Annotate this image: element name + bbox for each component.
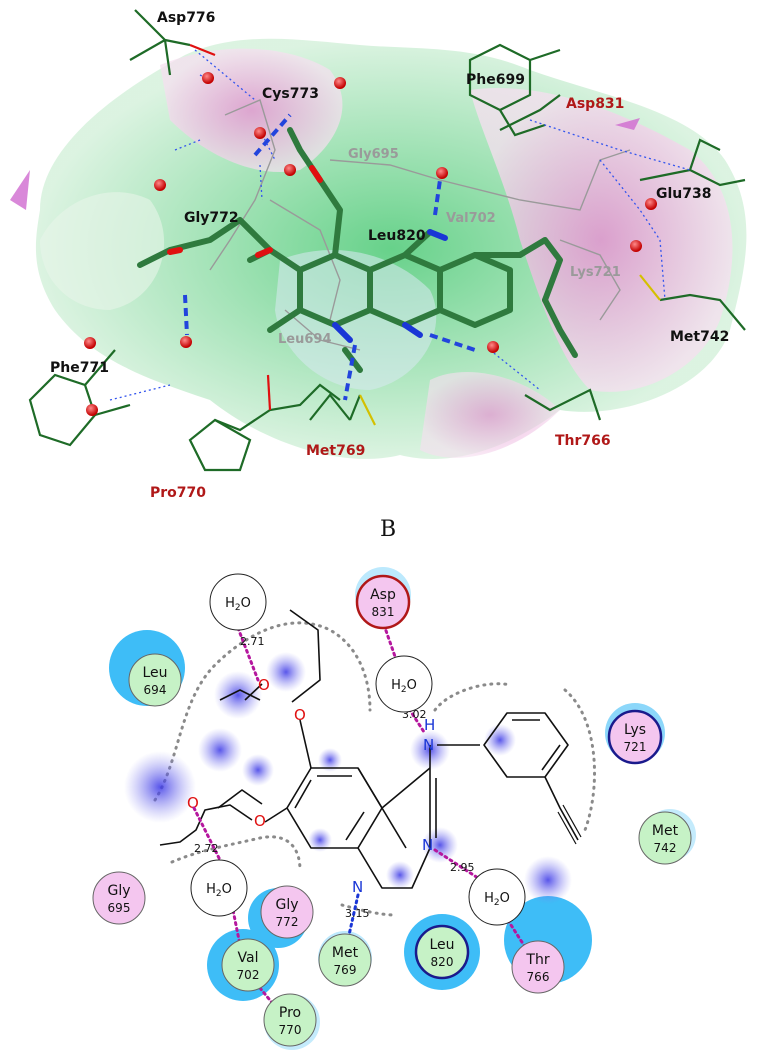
residue-met769: Met 769 <box>318 933 372 987</box>
residue-lys721: Lys 721 <box>607 709 663 765</box>
label-phe699: Phe699 <box>466 72 525 88</box>
dist-0: 2.71 <box>240 635 265 648</box>
dist-4: 3.15 <box>345 907 370 920</box>
svg-text:766: 766 <box>527 970 550 984</box>
water-1: H2O <box>209 573 267 631</box>
svg-text:Gly: Gly <box>107 883 130 899</box>
residue-val702: Val 702 <box>221 938 275 992</box>
panel-b: O O O O N H N N 2.71 3.02 2.72 <box>92 567 696 1050</box>
residue-pro770: Pro 770 <box>263 993 317 1047</box>
label-thr766: Thr766 <box>555 433 611 449</box>
svg-text:772: 772 <box>276 915 299 929</box>
svg-text:Gly: Gly <box>275 897 298 913</box>
water-3: H2O <box>190 859 248 917</box>
label-met742: Met742 <box>670 329 729 345</box>
water-nodes: H2O H2O H2O H2O <box>190 573 526 926</box>
svg-text:H2O: H2O <box>206 882 232 899</box>
svg-text:H2O: H2O <box>484 891 510 908</box>
label-cys773: Cys773 <box>262 86 319 102</box>
label-leu820: Leu820 <box>368 228 426 244</box>
atom-o-mid: O <box>294 706 306 724</box>
atom-n-3: N <box>422 836 433 854</box>
residue-met742: Met 742 <box>638 811 692 865</box>
svg-text:769: 769 <box>334 963 357 977</box>
label-gly772: Gly772 <box>184 210 239 226</box>
water-4: H2O <box>468 868 526 926</box>
svg-text:Lys: Lys <box>624 722 646 738</box>
label-pro770: Pro770 <box>150 485 206 501</box>
panel-a: Asp776 Cys773 Gly695 Gly772 Leu820 Phe69… <box>10 9 747 501</box>
svg-text:H2O: H2O <box>391 678 417 695</box>
residue-nodes: Asp 831 Leu 694 Lys 721 Met 742 Gly <box>92 574 692 1047</box>
label-phe771: Phe771 <box>50 360 109 376</box>
residue-thr766: Thr 766 <box>511 940 565 994</box>
svg-text:Thr: Thr <box>525 952 549 968</box>
label-val702: Val702 <box>446 211 496 226</box>
svg-text:721: 721 <box>624 740 647 754</box>
label-met769: Met769 <box>306 443 365 459</box>
solvent-exposure-blobs <box>124 652 572 904</box>
label-glu738: Glu738 <box>656 186 711 202</box>
residue-labels-a: Asp776 Cys773 Gly695 Gly772 Leu820 Phe69… <box>50 10 729 501</box>
svg-text:702: 702 <box>237 968 260 982</box>
hbonds-strong <box>183 113 476 401</box>
atom-n-1: N <box>352 878 363 896</box>
atom-o-right: O <box>254 812 266 830</box>
label-gly695: Gly695 <box>348 147 399 162</box>
residue-leu694: Leu 694 <box>128 653 182 707</box>
backbone-hbond <box>347 893 360 937</box>
svg-text:742: 742 <box>654 841 677 855</box>
atom-o-top: O <box>258 676 270 694</box>
svg-text:Met: Met <box>652 823 679 839</box>
dist-2: 2.72 <box>194 842 219 855</box>
atom-o-left: O <box>187 794 199 812</box>
label-asp776: Asp776 <box>157 10 215 26</box>
svg-text:831: 831 <box>372 605 395 619</box>
svg-text:Leu: Leu <box>429 937 454 953</box>
atom-n-amine: N <box>423 736 434 754</box>
svg-text:694: 694 <box>144 683 167 697</box>
water-2: H2O <box>375 655 433 713</box>
contacts-thin <box>109 49 691 401</box>
residue-gly772: Gly 772 <box>260 885 314 939</box>
pocket-outline <box>153 621 597 917</box>
label-lys721: Lys721 <box>570 265 621 280</box>
svg-text:695: 695 <box>108 901 131 915</box>
svg-text:Leu: Leu <box>142 665 167 681</box>
label-leu694: Leu694 <box>278 332 332 347</box>
residue-asp831: Asp 831 <box>355 574 411 630</box>
water-molecules <box>84 72 657 416</box>
ligand-atom-labels: O O O O N H N N <box>187 676 435 896</box>
label-asp831: Asp831 <box>566 96 624 112</box>
residue-gly695: Gly 695 <box>92 871 146 925</box>
atom-h-amine: H <box>424 716 435 734</box>
dist-3: 2.95 <box>450 861 475 874</box>
ligand-heteroatoms <box>167 165 448 343</box>
panel-b-letter: B <box>380 517 396 542</box>
svg-text:H2O: H2O <box>225 596 251 613</box>
residue-leu820: Leu 820 <box>414 924 470 980</box>
svg-text:770: 770 <box>279 1023 302 1037</box>
svg-text:Asp: Asp <box>370 587 396 603</box>
svg-text:820: 820 <box>431 955 454 969</box>
residue-sticks <box>28 9 746 472</box>
svg-text:Val: Val <box>238 950 259 966</box>
svg-text:Pro: Pro <box>279 1005 301 1021</box>
svg-text:Met: Met <box>332 945 359 961</box>
binding-pocket-surface <box>10 38 747 459</box>
